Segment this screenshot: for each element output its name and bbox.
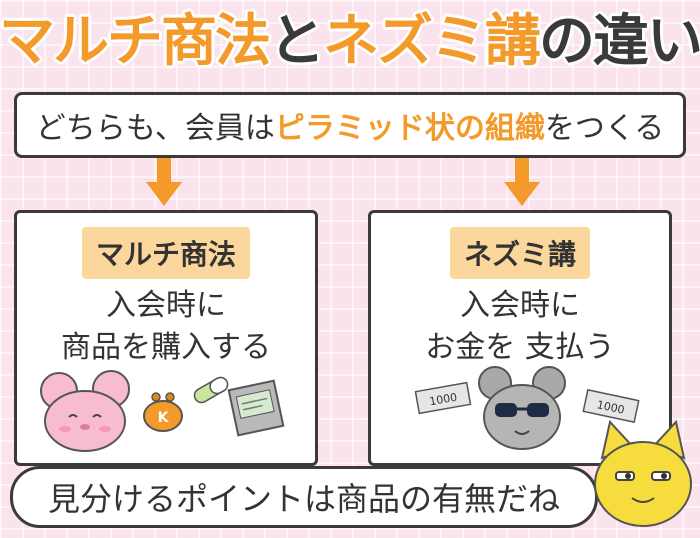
product-package-icon xyxy=(227,379,285,437)
multi-line-1: 入会時に xyxy=(106,288,226,323)
arrow-down-icon xyxy=(504,158,540,206)
yellow-cat-icon xyxy=(594,419,692,527)
point-text: 見分けるポイントは商品の有無だね xyxy=(47,480,560,518)
multi-marketing-box: マルチ商法 入会時に 商品を購入する K xyxy=(14,210,318,466)
coin-letter: K xyxy=(158,410,170,426)
capsule-icon xyxy=(193,376,229,404)
pyramid-scheme-description: 入会時に お金を 支払う xyxy=(371,285,669,369)
multi-line-2: 商品を購入する xyxy=(61,330,271,365)
arrow-down-icon xyxy=(146,158,182,206)
pyramid-scheme-box: ネズミ講 入会時に お金を 支払う 1000 1000 xyxy=(368,210,672,466)
money-bill-icon: 1000 xyxy=(582,389,640,423)
money-bill-icon: 1000 xyxy=(414,381,472,415)
common-suffix: をつくる xyxy=(544,111,665,146)
common-highlight: ピラミッド状の組織 xyxy=(274,111,545,146)
multi-marketing-description: 入会時に 商品を購入する xyxy=(17,285,315,369)
common-prefix: どちらも、会員は xyxy=(35,111,275,146)
common-point-box: どちらも、会員はピラミッド状の組織をつくる xyxy=(14,92,686,158)
title-nezumi: ネズミ講 xyxy=(323,8,541,74)
title-to: と xyxy=(269,8,325,74)
bill-amount: 1000 xyxy=(596,398,626,417)
point-speech-bubble: 見分けるポイントは商品の有無だね xyxy=(10,466,598,528)
title-difference: の違い xyxy=(539,8,700,74)
coin-purse-icon: K xyxy=(143,392,183,432)
bill-amount: 1000 xyxy=(428,391,458,409)
title-multi: マルチ商法 xyxy=(0,8,271,74)
pink-mouse-icon xyxy=(40,370,130,452)
page-title: マルチ商法とネズミ講の違い xyxy=(0,0,700,74)
pyramid-line-2: お金を 支払う xyxy=(425,330,615,365)
multi-marketing-label: マルチ商法 xyxy=(81,227,251,279)
pyramid-line-1: 入会時に xyxy=(460,288,580,323)
gray-mouse-sunglasses-icon xyxy=(478,366,566,450)
pyramid-scheme-label: ネズミ講 xyxy=(449,227,591,279)
